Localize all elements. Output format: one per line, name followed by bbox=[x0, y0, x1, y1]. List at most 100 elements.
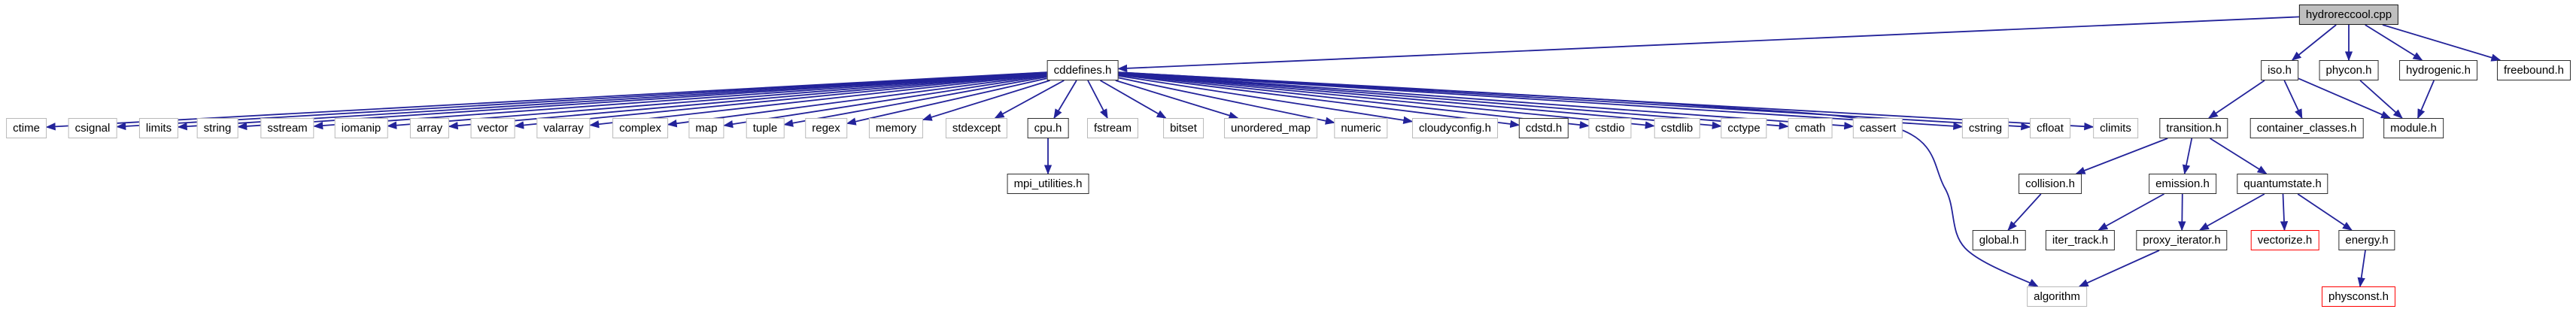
node-mpi_utilities_h[interactable]: mpi_utilities.h bbox=[1007, 174, 1089, 194]
node-valarray: valarray bbox=[536, 118, 591, 138]
node-cstring: cstring bbox=[1961, 118, 2009, 138]
edge-cddefines_h-to-fstream bbox=[1087, 80, 1108, 120]
node-climits: climits bbox=[2093, 118, 2138, 138]
node-sstream: sstream bbox=[260, 118, 314, 138]
node-cdstd_h[interactable]: cdstd.h bbox=[1518, 118, 1569, 138]
edge-cddefines_h-to-unordered_map bbox=[1115, 80, 1239, 120]
edge-cddefines_h-to-valarray bbox=[589, 73, 1047, 129]
edge-quantumstate_h-to-proxy_iterator_h bbox=[2198, 193, 2265, 231]
edge-cddefines_h-to-array bbox=[448, 72, 1047, 130]
node-iter_track_h[interactable]: iter_track.h bbox=[2045, 230, 2116, 250]
node-unordered_map: unordered_map bbox=[1224, 118, 1317, 138]
edge-energy_h-to-physconst_h bbox=[2357, 250, 2366, 288]
node-hydrogenic_h[interactable]: hydrogenic.h bbox=[2399, 60, 2477, 80]
edge-cddefines_h-to-iomanip bbox=[387, 72, 1047, 129]
edge-hydrogenic_h-to-module_h bbox=[2417, 80, 2435, 120]
edge-cddefines_h-to-stdexcept bbox=[994, 80, 1065, 119]
node-cloudyconfig_h: cloudyconfig.h bbox=[1412, 118, 1498, 138]
node-map: map bbox=[688, 118, 724, 138]
edge-emission_h-to-proxy_iterator_h bbox=[2178, 193, 2186, 232]
node-cfloat: cfloat bbox=[2030, 118, 2070, 138]
edge-proxy_iterator_h-to-algorithm bbox=[2078, 250, 2160, 287]
node-energy_h[interactable]: energy.h bbox=[2338, 230, 2395, 250]
node-hydroreccool_cpp: hydroreccool.cpp bbox=[2298, 5, 2399, 25]
edge-cddefines_h-to-cctype bbox=[1118, 72, 1722, 129]
node-cstdlib: cstdlib bbox=[1654, 118, 1700, 138]
edge-cddefines_h-to-cpu_h bbox=[1053, 80, 1077, 120]
edge-cddefines_h-to-cdstd_h bbox=[1118, 74, 1520, 129]
node-fstream: fstream bbox=[1086, 118, 1139, 138]
node-iso_h[interactable]: iso.h bbox=[2261, 60, 2298, 80]
node-proxy_iterator_h[interactable]: proxy_iterator.h bbox=[2136, 230, 2228, 250]
edge-cddefines_h-to-regex bbox=[846, 77, 1047, 126]
edge-transition_h-to-quantumstate_h bbox=[2210, 138, 2268, 174]
edge-cddefines_h-to-ctime bbox=[45, 71, 1047, 131]
node-vectorize_h[interactable]: vectorize.h bbox=[2250, 230, 2319, 250]
node-cctype: cctype bbox=[1721, 118, 1767, 138]
node-cddefines_h[interactable]: cddefines.h bbox=[1046, 60, 1119, 80]
node-global_h[interactable]: global.h bbox=[1972, 230, 2026, 250]
edge-cddefines_h-to-complex bbox=[667, 74, 1047, 128]
edge-cddefines_h-to-cstdlib bbox=[1118, 73, 1655, 129]
edge-cddefines_h-to-cmath bbox=[1118, 72, 1789, 130]
node-vector: vector bbox=[470, 118, 515, 138]
edge-cddefines_h-to-string bbox=[237, 71, 1047, 131]
node-csignal: csignal bbox=[68, 118, 117, 138]
node-cmath: cmath bbox=[1788, 118, 1833, 138]
edge-hydroreccool_cpp-to-freebound_h bbox=[2382, 24, 2502, 62]
edge-cddefines_h-to-sstream bbox=[313, 72, 1047, 130]
node-iomanip: iomanip bbox=[334, 118, 388, 138]
edge-iso_h-to-transition_h bbox=[2207, 80, 2265, 119]
node-cstdio: cstdio bbox=[1588, 118, 1632, 138]
edge-hydroreccool_cpp-to-hydrogenic_h bbox=[2365, 24, 2423, 61]
edge-cddefines_h-to-algorithm bbox=[1118, 71, 2039, 287]
edge-quantumstate_h-to-vectorize_h bbox=[2280, 193, 2289, 232]
edge-cddefines_h-to-memory bbox=[922, 80, 1050, 121]
node-memory: memory bbox=[868, 118, 924, 138]
node-array: array bbox=[409, 118, 450, 138]
node-emission_h[interactable]: emission.h bbox=[2149, 174, 2216, 194]
edge-cddefines_h-to-cstdio bbox=[1118, 73, 1590, 129]
edge-collision_h-to-global_h bbox=[2007, 193, 2042, 231]
edge-cddefines_h-to-bitset bbox=[1100, 80, 1167, 119]
edge-cddefines_h-to-cloudyconfig_h bbox=[1118, 75, 1414, 124]
edge-cddefines_h-to-tuple bbox=[783, 76, 1047, 127]
edge-iso_h-to-container_classes_h bbox=[2283, 80, 2303, 120]
node-stdexcept: stdexcept bbox=[945, 118, 1008, 138]
edge-cddefines_h-to-cstring bbox=[1118, 71, 1964, 130]
edge-hydroreccool_cpp-to-cddefines_h bbox=[1117, 16, 2300, 73]
node-phycon_h[interactable]: phycon.h bbox=[2319, 60, 2379, 80]
edge-phycon_h-to-module_h bbox=[2359, 80, 2403, 119]
node-algorithm: algorithm bbox=[2027, 286, 2087, 307]
edge-cddefines_h-to-map bbox=[723, 74, 1047, 129]
node-cpu_h[interactable]: cpu.h bbox=[1027, 118, 1069, 138]
node-complex: complex bbox=[612, 118, 668, 138]
node-ctime: ctime bbox=[6, 118, 47, 138]
edge-emission_h-to-iter_track_h bbox=[2098, 193, 2164, 231]
node-regex: regex bbox=[805, 118, 847, 138]
edge-cddefines_h-to-csignal bbox=[116, 71, 1047, 131]
edge-iso_h-to-module_h bbox=[2298, 77, 2391, 119]
node-physconst_h[interactable]: physconst.h bbox=[2321, 286, 2396, 307]
node-string: string bbox=[196, 118, 238, 138]
node-container_classes_h[interactable]: container_classes.h bbox=[2249, 118, 2364, 138]
node-bitset: bitset bbox=[1163, 118, 1204, 138]
edge-transition_h-to-collision_h bbox=[2075, 138, 2168, 174]
node-collision_h[interactable]: collision.h bbox=[2019, 174, 2082, 194]
node-tuple: tuple bbox=[746, 118, 785, 138]
edge-cddefines_h-to-cassert bbox=[1118, 72, 1855, 130]
node-freebound_h[interactable]: freebound.h bbox=[2496, 60, 2571, 80]
node-numeric: numeric bbox=[1334, 118, 1388, 138]
node-limits: limits bbox=[138, 118, 179, 138]
edge-cddefines_h-to-numeric bbox=[1118, 77, 1335, 125]
edge-cddefines_h-to-limits bbox=[177, 71, 1047, 131]
edge-quantumstate_h-to-energy_h bbox=[2297, 193, 2353, 231]
node-cassert: cassert bbox=[1852, 118, 1903, 138]
node-quantumstate_h[interactable]: quantumstate.h bbox=[2237, 174, 2328, 194]
node-module_h[interactable]: module.h bbox=[2383, 118, 2444, 138]
edge-hydroreccool_cpp-to-iso_h bbox=[2291, 24, 2337, 61]
node-transition_h[interactable]: transition.h bbox=[2159, 118, 2228, 138]
edge-cddefines_h-to-vector bbox=[514, 73, 1047, 129]
